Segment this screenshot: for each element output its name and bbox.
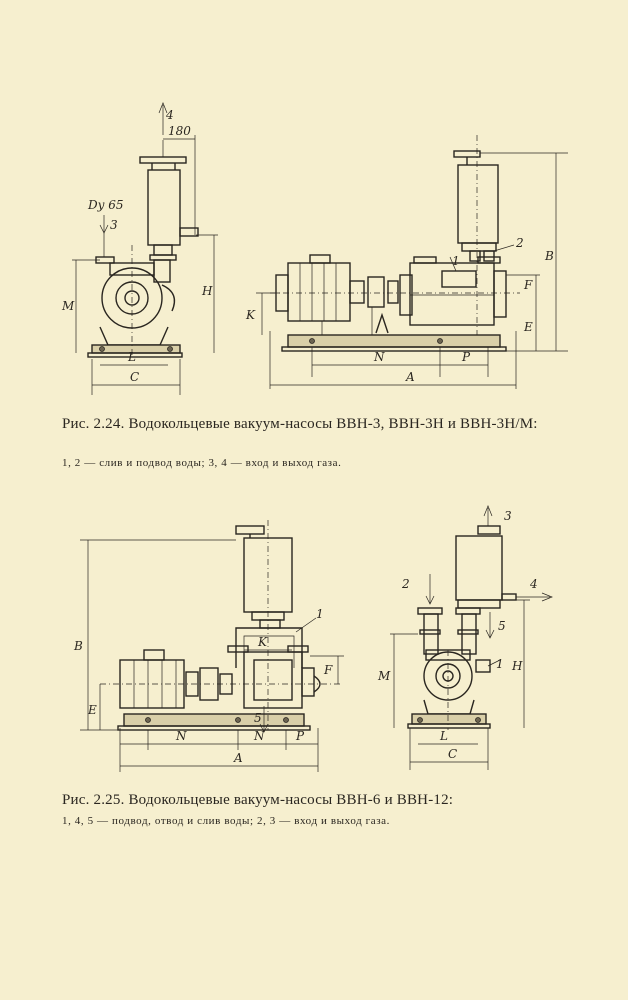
label-water-1-225: 1 [316, 607, 324, 621]
front-view-dimensions-225: B E 1 K F 5 N N [73, 539, 344, 772]
front-view-pump-224 [270, 135, 520, 352]
label-dim-180: 180 [168, 124, 191, 138]
label-P-224: P [461, 350, 471, 364]
caption-figure-2-24: Рис. 2.24. Водокольцевые вакуум-насосы В… [62, 416, 538, 432]
label-gas-2-225: 2 [401, 577, 410, 591]
label-A-225: A [233, 751, 243, 765]
front-view-pump-225 [100, 520, 340, 731]
label-dy65: Dy 65 [87, 198, 123, 212]
label-E-224: E [523, 320, 533, 334]
figure-2-25-drawing: B E 1 K F 5 N N [73, 505, 553, 772]
label-M-225: M [377, 669, 391, 683]
label-water-1-224: 1 [452, 254, 460, 268]
side-view-pump-225 [407, 525, 517, 730]
label-M-224: M [61, 299, 75, 313]
label-P-225: P [295, 729, 305, 743]
label-C-225: C [448, 747, 457, 761]
label-water-4-225: 4 [529, 577, 538, 591]
caption-figure-2-25: Рис. 2.25. Водокольцевые вакуум-насосы В… [62, 792, 454, 808]
label-H-225: H [511, 659, 523, 673]
label-gas-out-4: 4 [165, 108, 174, 122]
label-B-225: B [73, 639, 83, 653]
label-water-1b-225: 1 [496, 657, 504, 671]
label-A-224: A [405, 370, 415, 384]
legend-figure-2-24: 1, 2 — слив и подвод воды; 3, 4 — вход и… [62, 457, 342, 469]
label-N1-225: N [175, 729, 187, 743]
label-B-224: B [544, 249, 554, 263]
label-gas-3-225: 3 [504, 509, 512, 523]
label-E-225: E [87, 703, 97, 717]
label-gas-in-3: 3 [110, 218, 118, 232]
label-L-225: L [439, 729, 448, 743]
label-drain-5-225: 5 [254, 711, 262, 725]
figure-2-24-drawing: 4 180 Dy 65 3 M H L C [61, 102, 568, 395]
label-L-224: L [127, 350, 136, 364]
side-view-dimensions-224: 4 180 Dy 65 3 M H L C [61, 102, 218, 395]
label-C-224: C [130, 370, 139, 384]
side-view-pump-224 [87, 140, 199, 358]
label-water-5-225: 5 [498, 619, 506, 633]
legend-figure-2-25: 1, 4, 5 — подвод, отвод и слив воды; 2, … [62, 815, 391, 827]
label-N-224: N [373, 350, 385, 364]
label-H-224: H [201, 284, 213, 298]
side-view-dimensions-225: 3 2 4 5 1 M H [377, 505, 553, 770]
label-F-224: F [523, 278, 533, 292]
label-water-2-224: 2 [515, 236, 524, 250]
label-K-224: K [245, 308, 256, 322]
label-F-225: F [323, 663, 333, 677]
front-view-dimensions-224: 2 1 B F E K N [245, 152, 568, 389]
label-N2-225: N [253, 729, 265, 743]
label-K-225: K [257, 635, 268, 649]
